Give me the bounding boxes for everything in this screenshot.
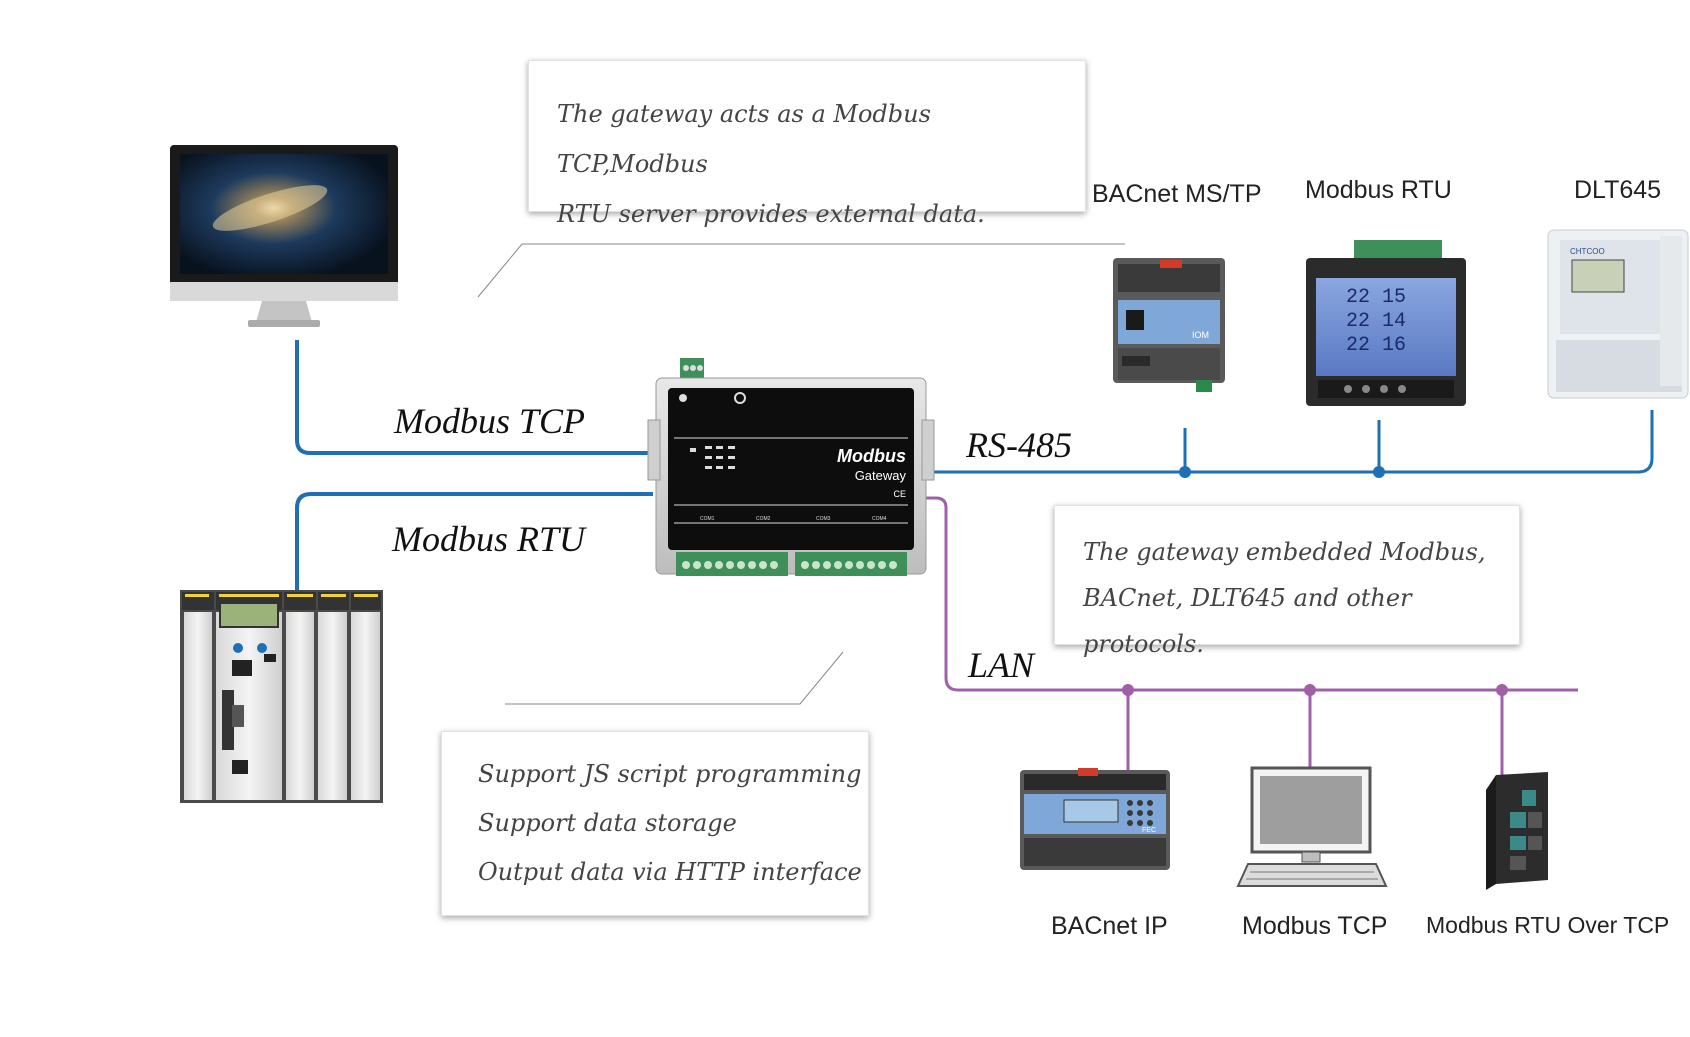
server-callout-pointer bbox=[477, 243, 1125, 298]
protocols-callout: The gateway embedded Modbus, BACnet, DLT… bbox=[1054, 505, 1520, 658]
feature-http-output: Output data via HTTP interface bbox=[478, 858, 862, 886]
gateway-port-com1: COM1 bbox=[700, 516, 715, 522]
meter-reading-3: 22 16 bbox=[1346, 334, 1406, 357]
dlt645-energy-meter-icon: CHTCOO bbox=[1547, 229, 1689, 399]
gateway-port-com4: COM4 bbox=[872, 516, 887, 522]
desktop-computer-icon bbox=[170, 145, 398, 327]
modbus-tcp-link-line bbox=[295, 340, 653, 455]
modbus-rtu-power-meter-icon: 22 15 22 14 22 16 bbox=[1306, 240, 1466, 406]
meter-reading-1: 22 15 bbox=[1346, 286, 1406, 309]
gateway-port-com2: COM2 bbox=[756, 516, 771, 522]
callout-pointers bbox=[477, 243, 1125, 705]
dlt645-brand-label: CHTCOO bbox=[1570, 247, 1605, 256]
connection-lines bbox=[295, 340, 1654, 775]
rs485-node-1 bbox=[1179, 466, 1191, 478]
lan-node-2 bbox=[1304, 684, 1316, 696]
lan-link-label: LAN bbox=[968, 645, 1035, 685]
gateway-brand-label: Modbus bbox=[837, 446, 906, 466]
meter-reading-2: 22 14 bbox=[1346, 310, 1406, 333]
bacnet-ip-controller-icon: FEC bbox=[1020, 768, 1170, 870]
modbus-tcp-device-label: Modbus TCP bbox=[1242, 912, 1388, 940]
ethernet-switch-icon bbox=[1486, 772, 1548, 890]
server-role-callout: The gateway acts as a Modbus TCP,Modbus … bbox=[528, 60, 1086, 228]
modbus-tcp-monitor-icon bbox=[1236, 766, 1388, 887]
bacnet-ip-label: BACnet IP bbox=[1051, 912, 1168, 940]
features-callout-pointer bbox=[505, 651, 844, 705]
lan-node-3 bbox=[1496, 684, 1508, 696]
lan-node-1 bbox=[1122, 684, 1134, 696]
server-callout-line-2: RTU server provides external data. bbox=[557, 200, 985, 228]
modbus-rtu-link-line bbox=[295, 492, 653, 590]
features-callout: Support JS script programming Support da… bbox=[441, 731, 869, 916]
server-callout-line-1: The gateway acts as a Modbus TCP,Modbus bbox=[557, 100, 931, 178]
gateway-port-com3: COM3 bbox=[816, 516, 831, 522]
plc-rack-icon bbox=[180, 590, 383, 803]
gateway-ce-mark: CE bbox=[893, 489, 906, 499]
dlt645-label: DLT645 bbox=[1574, 176, 1662, 204]
feature-data-storage: Support data storage bbox=[478, 809, 737, 837]
modbus-gateway-device: Modbus Gateway CE COM1 COM2 COM3 COM4 bbox=[647, 358, 935, 576]
gateway-model-label: Gateway bbox=[855, 468, 907, 483]
protocols-callout-line-2: BACnet, DLT645 and other protocols. bbox=[1083, 584, 1412, 658]
rs485-link-label: RS-485 bbox=[966, 425, 1072, 465]
modbus-rtu-over-tcp-label: Modbus RTU Over TCP bbox=[1426, 912, 1670, 938]
feature-js-scripting: Support JS script programming bbox=[478, 760, 862, 788]
rs485-bus-line bbox=[932, 410, 1654, 474]
modbus-rtu-device-label: Modbus RTU bbox=[1305, 176, 1452, 204]
lan-bus-line bbox=[922, 496, 1578, 692]
rs485-node-2 bbox=[1373, 466, 1385, 478]
protocols-callout-line-1: The gateway embedded Modbus, bbox=[1083, 538, 1486, 566]
bacnet-mstp-badge: IOM bbox=[1192, 330, 1209, 340]
modbus-rtu-link-label: Modbus RTU bbox=[392, 519, 586, 559]
bacnet-mstp-controller-icon: IOM bbox=[1113, 258, 1225, 392]
bacnet-mstp-label: BACnet MS/TP bbox=[1092, 180, 1262, 208]
modbus-tcp-link-label: Modbus TCP bbox=[394, 401, 586, 441]
bacnet-ip-badge: FEC bbox=[1142, 827, 1156, 834]
